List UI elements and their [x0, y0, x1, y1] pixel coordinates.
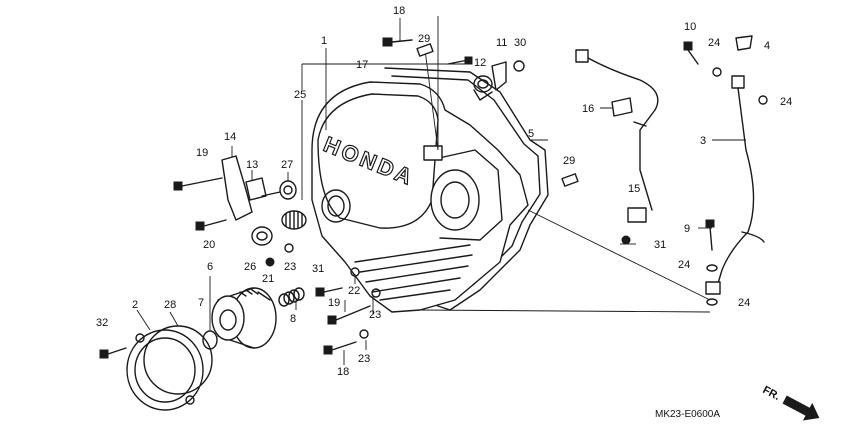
callout-13: 13 — [246, 159, 258, 171]
washer-24-d — [706, 298, 718, 306]
dowel-pin-right — [561, 173, 579, 187]
direction-label: FR. — [761, 384, 782, 403]
callout-15: 15 — [628, 183, 640, 195]
callout-5: 5 — [528, 128, 534, 140]
bracket-14 — [221, 155, 253, 221]
bolt-18-top — [382, 37, 413, 47]
callout-25: 25 — [294, 89, 306, 101]
callout-14: 14 — [224, 131, 236, 143]
drawing-code: MK23-E0600A — [655, 409, 720, 420]
switch-wire-3 — [705, 35, 765, 295]
callout-32: 32 — [96, 317, 108, 329]
sensor-wire-16 — [575, 49, 659, 245]
filter-housing-opening — [321, 189, 351, 223]
callout-29-right: 29 — [563, 155, 575, 167]
callout-23-low: 23 — [358, 353, 370, 365]
bolt-31-lower — [315, 287, 343, 297]
callout-4: 4 — [764, 40, 770, 52]
callout-6: 6 — [207, 261, 213, 273]
washer-24-c — [706, 264, 718, 272]
nut-30 — [513, 60, 525, 72]
cooling-fins — [354, 244, 473, 301]
pump-housing-outer — [430, 169, 480, 231]
seal-27 — [279, 180, 297, 200]
callout-27: 27 — [281, 159, 293, 171]
seal-27-inner — [283, 185, 293, 195]
washer-24-b — [758, 95, 768, 105]
cover-gasket — [384, 67, 549, 311]
washer-23-upper — [284, 243, 294, 253]
bolt-10 — [683, 41, 699, 65]
callout-24-c: 24 — [678, 259, 690, 271]
callout-19-low: 19 — [328, 297, 340, 309]
pin-13 — [261, 191, 281, 197]
callout-28: 28 — [164, 299, 176, 311]
oil-filter-6 — [211, 287, 277, 349]
bolt-19-left — [173, 177, 223, 191]
arm-11 — [491, 61, 507, 91]
bolt-17-top — [447, 56, 473, 65]
filter-housing-inner — [327, 195, 345, 217]
filter-cover-2 — [126, 329, 204, 411]
washer-22 — [350, 267, 360, 277]
front-direction-indicator: FR. — [761, 384, 820, 421]
callout-26: 26 — [244, 261, 256, 273]
bolt-9 — [705, 219, 715, 251]
callout-7: 7 — [198, 297, 204, 309]
oil-seal-26-inner — [256, 231, 268, 241]
callout-labels: 1 2 3 4 5 6 7 8 9 10 11 12 13 14 15 16 1… — [96, 5, 792, 378]
bolt-19-lower — [327, 305, 371, 325]
callout-22: 22 — [348, 285, 360, 297]
front-arrow-icon — [782, 395, 820, 421]
callout-19-left: 19 — [196, 147, 208, 159]
bolt-32 — [99, 347, 127, 359]
callout-16: 16 — [582, 103, 594, 115]
callout-11: 11 — [496, 37, 507, 49]
o-ring-21 — [265, 257, 275, 267]
callout-8: 8 — [290, 313, 296, 325]
callout-2: 2 — [132, 299, 138, 311]
pump-housing-body — [429, 149, 503, 241]
washer-24-a — [712, 67, 722, 77]
callout-1: 1 — [321, 35, 327, 47]
callout-24-b: 24 — [780, 96, 792, 108]
callout-30: 30 — [514, 37, 526, 49]
callout-31-lower: 31 — [312, 263, 324, 275]
spring-12 — [473, 75, 493, 101]
bracket-13 — [245, 177, 267, 201]
boss-top — [423, 145, 443, 161]
callout-20: 20 — [203, 239, 215, 251]
callout-18-top: 18 — [393, 5, 405, 17]
bolt-20 — [195, 219, 227, 231]
pump-housing-inner — [440, 181, 470, 219]
oil-seal-26 — [251, 226, 273, 246]
callout-9: 9 — [684, 223, 690, 235]
callout-12: 12 — [474, 57, 486, 69]
crankcase-cover — [311, 81, 529, 313]
callout-31-right: 31 — [654, 239, 666, 251]
callout-21: 21 — [262, 273, 274, 285]
callout-17: 17 — [356, 59, 368, 71]
callout-23-upper: 23 — [284, 261, 296, 273]
bearing-needles — [285, 211, 303, 229]
callout-23-mid: 23 — [369, 309, 381, 321]
callout-3: 3 — [700, 135, 706, 147]
dowel-pin-top — [416, 43, 434, 57]
leader-lines — [136, 16, 746, 365]
washer-23-low — [359, 329, 369, 339]
callout-24-d: 24 — [738, 297, 750, 309]
spring-8 — [278, 287, 305, 307]
bolt-18-lower — [323, 341, 357, 355]
callout-24-a: 24 — [708, 37, 720, 49]
washer-23-mid — [371, 288, 381, 298]
callout-18-low: 18 — [337, 366, 349, 378]
callout-29-top: 29 — [418, 33, 430, 45]
callout-10: 10 — [684, 21, 696, 33]
o-ring-28 — [143, 325, 213, 395]
